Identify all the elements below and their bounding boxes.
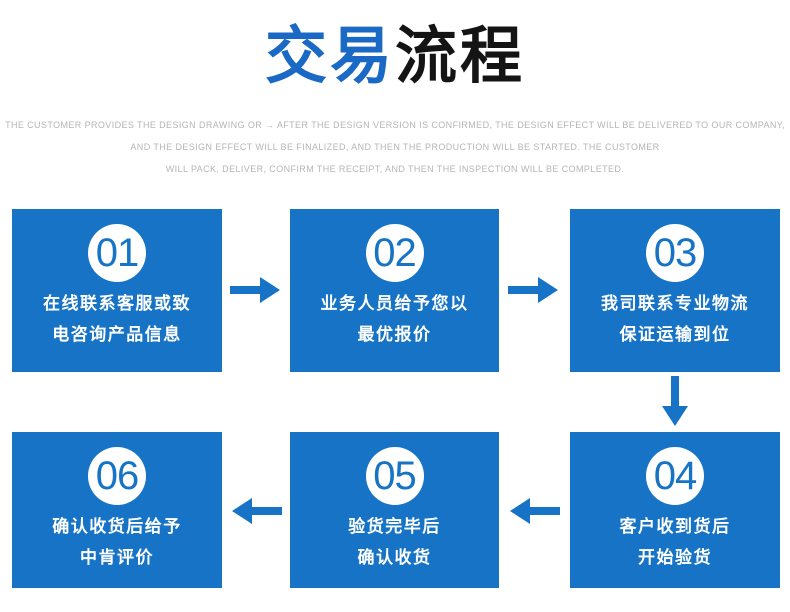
page-title: 交易流程: [0, 18, 790, 96]
step-05-number-circle: 05: [365, 447, 424, 505]
step-06-line-2: 中肯评价: [80, 548, 154, 567]
step-04-line-1: 客户收到货后: [619, 517, 731, 536]
step-03-number: 03: [653, 231, 697, 275]
step-03-number-circle: 03: [646, 224, 704, 282]
step-04-number: 04: [653, 454, 697, 498]
step-06-text: 确认收货后给予 中肯评价: [12, 511, 222, 573]
step-01-text: 在线联系客服或致 电咨询产品信息: [12, 288, 222, 350]
step-03-text: 我司联系专业物流 保证运输到位: [570, 288, 780, 350]
page-title-black-part: 流程: [395, 22, 526, 91]
step-05-line-1: 验货完毕后: [348, 517, 441, 536]
step-03-line-1: 我司联系专业物流: [601, 294, 749, 313]
step-box-03: 03 我司联系专业物流 保证运输到位: [570, 209, 780, 372]
arrow-left-icon-step5-to-step6: [230, 494, 282, 528]
step-02-line-1: 业务人员给予您以: [320, 294, 469, 313]
page-title-blue-part: 交易: [264, 22, 395, 91]
subtitle-line-1: THE CUSTOMER PROVIDES THE DESIGN DRAWING…: [5, 120, 785, 130]
step-box-02: 02 业务人员给予您以 最优报价: [290, 209, 499, 372]
step-02-text: 业务人员给予您以 最优报价: [290, 288, 499, 350]
step-04-line-2: 开始验货: [638, 548, 712, 567]
step-05-line-2: 确认收货: [357, 548, 432, 567]
subtitle-line-2: AND THE DESIGN EFFECT WILL BE FINALIZED,…: [130, 142, 660, 152]
step-05-number: 05: [373, 454, 416, 498]
step-box-06: 06 确认收货后给予 中肯评价: [12, 432, 222, 588]
step-06-number-circle: 06: [88, 447, 146, 505]
step-04-number-circle: 04: [646, 447, 704, 505]
step-box-04: 04 客户收到货后 开始验货: [570, 432, 780, 588]
step-01-number-circle: 01: [88, 224, 146, 282]
arrow-right-icon-step2-to-step3: [508, 273, 560, 307]
step-06-line-1: 确认收货后给予: [52, 517, 182, 536]
step-05-text: 验货完毕后 确认收货: [290, 511, 499, 573]
step-box-01: 01 在线联系客服或致 电咨询产品信息: [12, 209, 222, 372]
step-02-number: 02: [373, 231, 416, 275]
step-06-number: 06: [95, 454, 139, 498]
step-03-line-2: 保证运输到位: [619, 325, 731, 344]
subtitle: THE CUSTOMER PROVIDES THE DESIGN DRAWING…: [0, 114, 790, 180]
step-01-number: 01: [95, 231, 139, 275]
arrow-down-icon-step3-to-step4: [649, 376, 701, 426]
arrow-right-icon-step1-to-step2: [230, 273, 282, 307]
step-01-line-2: 电咨询产品信息: [52, 325, 182, 344]
arrow-left-icon-step4-to-step5: [508, 494, 560, 528]
step-04-text: 客户收到货后 开始验货: [570, 511, 780, 573]
step-02-number-circle: 02: [365, 224, 424, 282]
subtitle-line-3: WILL PACK, DELIVER, CONFIRM THE RECEIPT,…: [165, 164, 625, 174]
step-02-line-2: 最优报价: [357, 325, 432, 344]
step-box-05: 05 验货完毕后 确认收货: [290, 432, 499, 588]
step-01-line-1: 在线联系客服或致: [43, 294, 191, 313]
